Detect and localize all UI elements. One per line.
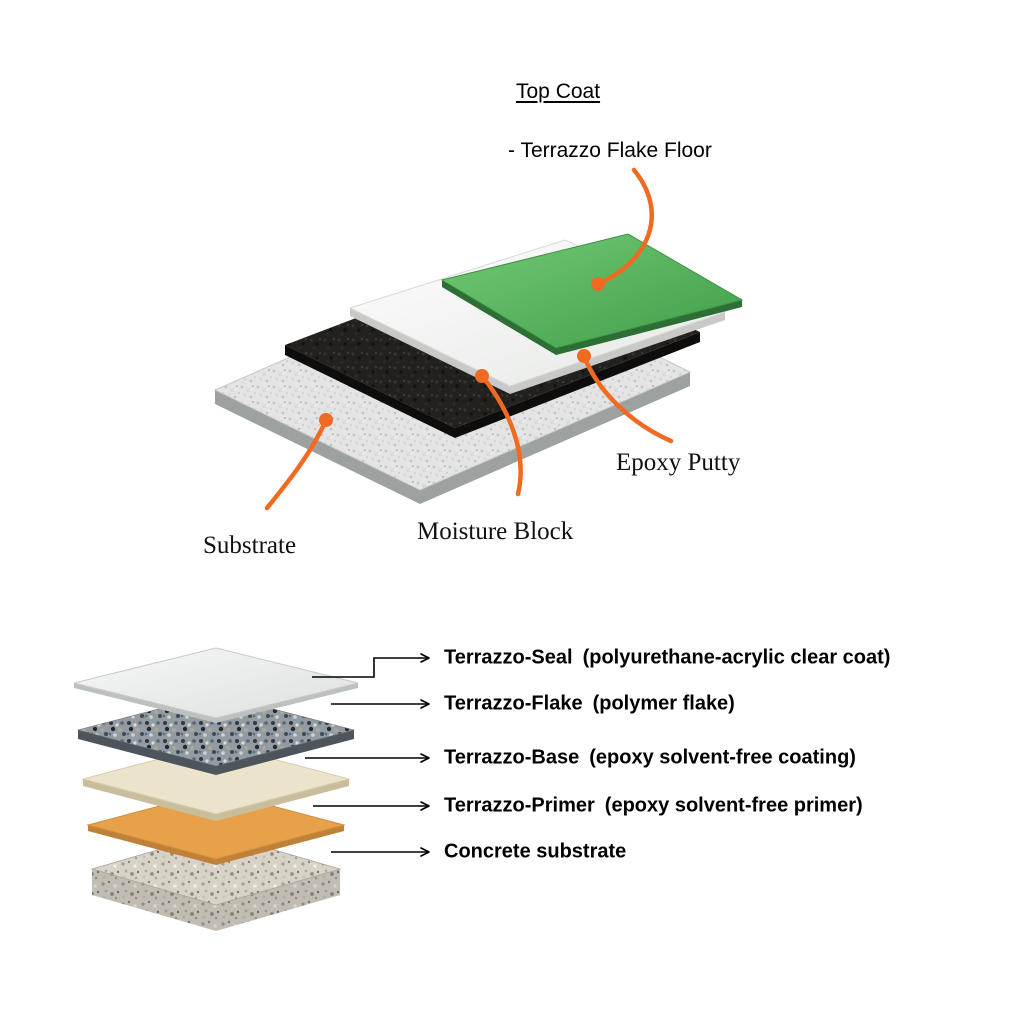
epoxy-putty-label: Epoxy Putty xyxy=(616,449,741,476)
terrazzo-primer-face xyxy=(86,790,346,860)
layer-desc: (polymer flake) xyxy=(592,692,735,715)
leader-terrazzo-flake-floor xyxy=(591,167,654,291)
leader-curve xyxy=(581,353,674,444)
terrazzo-primer-layer xyxy=(86,790,346,865)
concrete-substrate-layer xyxy=(90,832,342,931)
layer-desc: (polyurethane-acrylic clear coat) xyxy=(582,646,891,669)
layer-name: Concrete substrate xyxy=(444,840,627,863)
leader-dot xyxy=(577,349,591,363)
leader-epoxy-putty xyxy=(577,349,674,444)
bottom-exploded-stack xyxy=(73,647,430,931)
topcoat-face xyxy=(440,233,744,349)
moisture-block-edge xyxy=(285,332,700,438)
layer-name: Terrazzo-Flake xyxy=(444,692,583,715)
concrete-substrate-face xyxy=(90,832,342,906)
leader-substrate xyxy=(264,413,333,511)
terrazzo-base-edge xyxy=(83,779,349,821)
terrazzo-base-layer xyxy=(81,743,351,821)
terrazzo-seal-label-row: Terrazzo-Seal (polyurethane-acrylic clear… xyxy=(444,647,890,670)
leader-dot xyxy=(319,413,333,427)
concrete-substrate-edge-shade xyxy=(92,869,340,931)
moisture-block-label: Moisture Block xyxy=(417,518,574,545)
layer-name: Terrazzo-Primer xyxy=(444,794,595,817)
terrazzo-flake-layer xyxy=(76,693,356,775)
top-coat-heading: Top Coat xyxy=(516,80,601,103)
topcoat-edge xyxy=(442,280,742,355)
arrow-terrazzo-seal xyxy=(312,653,430,678)
leader-curve xyxy=(595,167,654,287)
leader-moisture-block xyxy=(475,369,523,497)
leader-lines xyxy=(264,167,674,511)
layer-desc: (epoxy solvent-free coating) xyxy=(589,746,856,769)
leader-dot xyxy=(475,369,489,383)
terrazzo-flake-floor-layer xyxy=(440,233,744,355)
layer-name: Terrazzo-Base xyxy=(444,746,580,769)
leader-dot xyxy=(591,277,605,291)
top-exploded-view xyxy=(213,167,744,511)
concrete-substrate-label-row: Concrete substrate xyxy=(444,841,636,864)
terrazzo-seal-face xyxy=(73,647,359,719)
terrazzo-flake-label-row: Terrazzo-Flake (polymer flake) xyxy=(444,693,735,716)
terrazzo-primer-label-row: Terrazzo-Primer (epoxy solvent-free prime… xyxy=(444,795,863,818)
concrete-substrate-edge xyxy=(92,869,340,931)
terrazzo-base-face xyxy=(81,743,351,815)
layer-name: Terrazzo-Seal xyxy=(444,646,573,669)
terrazzo-flake-face xyxy=(76,693,356,767)
layer-desc: (epoxy solvent-free primer) xyxy=(604,794,863,817)
terrazzo-base-label-row: Terrazzo-Base (epoxy solvent-free coating… xyxy=(444,747,856,770)
leader-curve xyxy=(479,373,523,497)
leader-curve xyxy=(264,417,329,511)
callout-arrows xyxy=(305,653,430,857)
terrazzo-seal-layer xyxy=(73,647,359,723)
substrate-label: Substrate xyxy=(203,532,297,559)
substrate-layer-edge xyxy=(215,372,690,504)
terrazzo-flake-floor-label: - Terrazzo Flake Floor xyxy=(508,139,712,162)
